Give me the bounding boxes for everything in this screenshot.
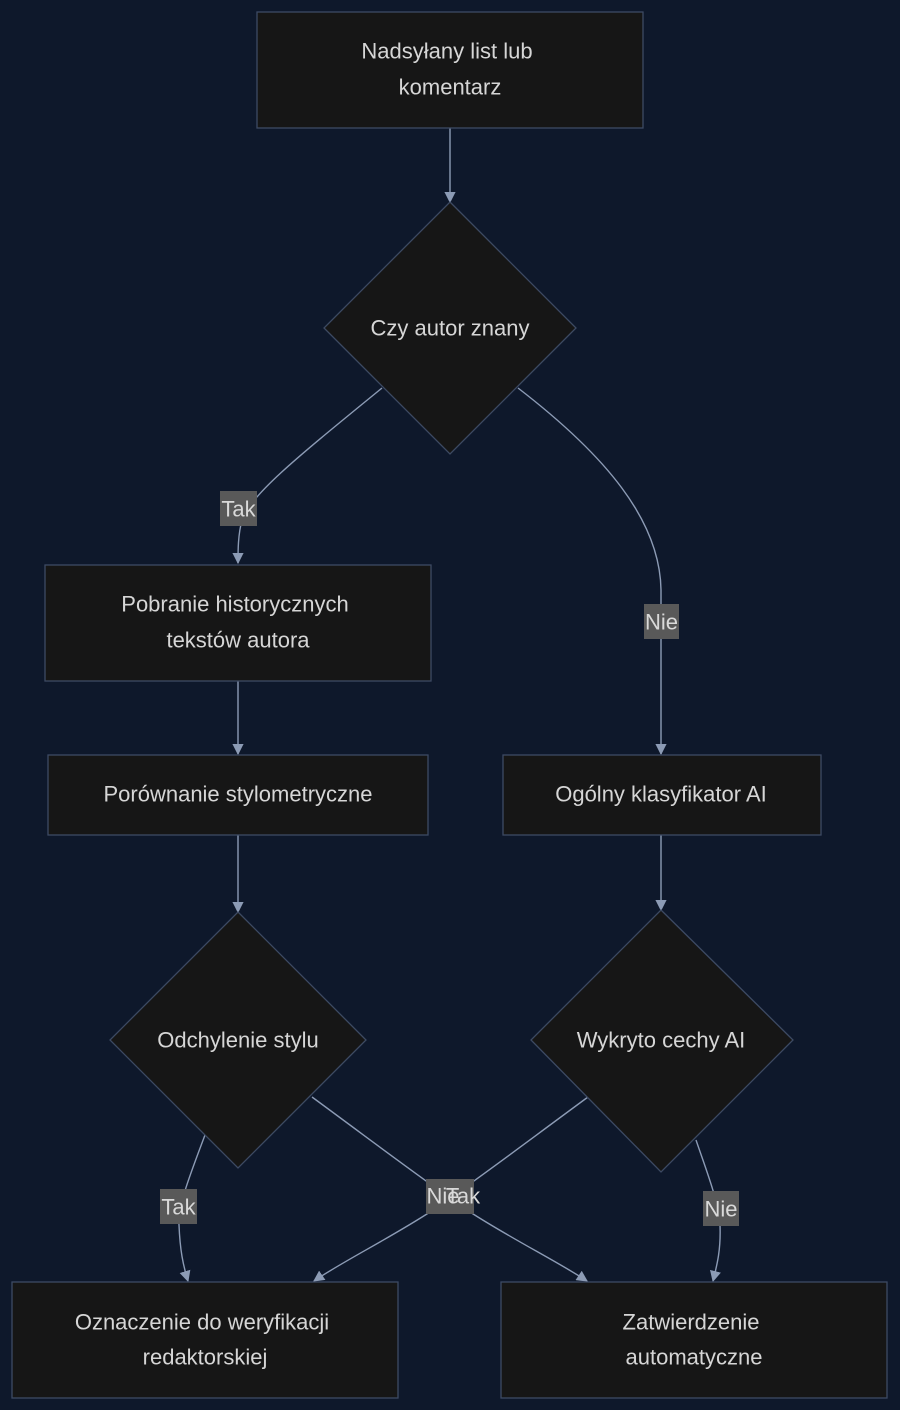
svg-text:Nie: Nie — [426, 1184, 459, 1209]
svg-text:Nie: Nie — [645, 610, 678, 635]
node-general-ai-label: Ogólny klasyfikator AI — [555, 782, 767, 807]
edge-author-known-no — [517, 387, 667, 756]
node-fetch-history[interactable]: Pobranie historycznych tekstów autora — [44, 564, 432, 682]
edge-label-known-yes: Tak — [220, 491, 257, 526]
edge-deviation-yes — [178, 1134, 206, 1283]
decision-ai-features[interactable]: Wykryto cechy AI — [530, 909, 794, 1173]
edge-author-known-yes — [232, 387, 383, 565]
edge-label-overlap-crossing: Nie Tak — [426, 1179, 481, 1214]
node-auto-approve-line1: Zatwierdzenie — [623, 1310, 760, 1335]
decision-ai-features-label: Wykryto cechy AI — [577, 1028, 746, 1053]
node-flag-review-line1: Oznaczenie do weryfikacji — [75, 1310, 329, 1335]
decision-style-deviation-label: Odchylenie stylu — [157, 1028, 318, 1053]
svg-text:Tak: Tak — [221, 497, 256, 522]
svg-text:Nie: Nie — [704, 1197, 737, 1222]
svg-text:Tak: Tak — [446, 1184, 481, 1209]
node-stylometric-label: Porównanie stylometryczne — [103, 782, 372, 807]
node-fetch-history-line2: tekstów autora — [166, 628, 310, 653]
node-auto-approve[interactable]: Zatwierdzenie automatyczne — [500, 1281, 888, 1399]
decision-author-known[interactable]: Czy autor znany — [323, 201, 577, 455]
node-start-line1: Nadsyłany list lub — [361, 39, 532, 64]
node-start-line2: komentarz — [399, 75, 502, 100]
edge-label-ai-features-no: Nie — [703, 1191, 739, 1226]
node-stylometric[interactable]: Porównanie stylometryczne — [47, 754, 429, 836]
decision-style-deviation[interactable]: Odchylenie stylu — [109, 911, 367, 1169]
node-fetch-history-line1: Pobranie historycznych — [121, 592, 348, 617]
edge-label-known-no: Nie — [644, 604, 679, 639]
node-flag-review[interactable]: Oznaczenie do weryfikacji redaktorskiej — [11, 1281, 399, 1399]
node-start[interactable]: Nadsyłany list lub komentarz — [256, 11, 644, 129]
decision-author-known-label: Czy autor znany — [371, 316, 530, 341]
node-auto-approve-line2: automatyczne — [626, 1345, 763, 1370]
node-flag-review-line2: redaktorskiej — [143, 1345, 268, 1370]
node-general-ai[interactable]: Ogólny klasyfikator AI — [502, 754, 822, 836]
edge-label-deviation-yes: Tak — [160, 1189, 197, 1224]
svg-text:Tak: Tak — [161, 1195, 196, 1220]
